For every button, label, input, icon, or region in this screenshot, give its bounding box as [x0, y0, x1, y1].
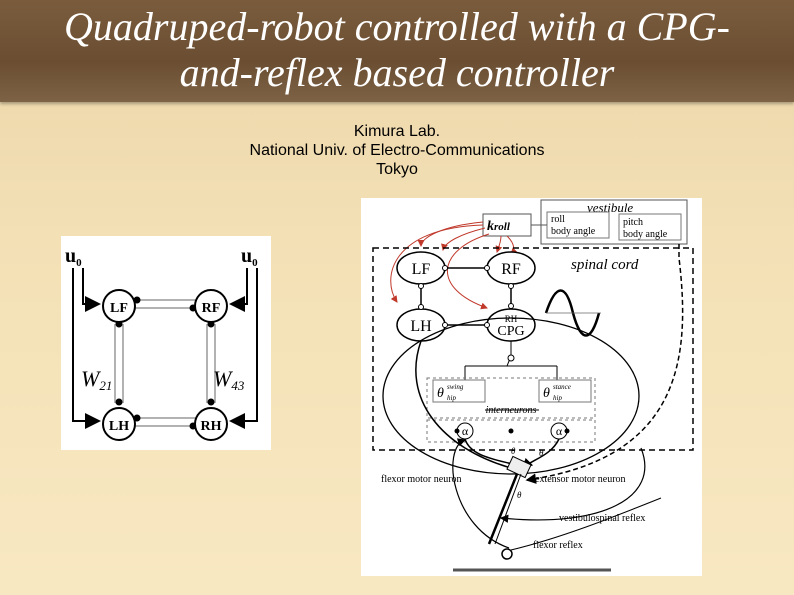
theta-swing: θ swing hip	[432, 379, 486, 403]
vestibulospinal-reflex-arrow	[499, 447, 646, 523]
svg-text:α: α	[556, 424, 563, 438]
weight-w21: W21	[81, 366, 112, 393]
university-name: National Univ. of Electro-Communications	[249, 142, 545, 159]
body-angle-left: body angle	[551, 226, 596, 237]
alpha-dots	[454, 428, 570, 434]
cpg-rh: RH CPG	[486, 308, 536, 342]
node-rh: RH	[194, 407, 228, 441]
alpha-box	[426, 419, 596, 443]
spinal-cord-box	[372, 247, 694, 451]
weight-w43: W43	[213, 366, 245, 393]
controller-figure: vestibule roll body angle pitch body ang…	[361, 198, 702, 576]
vestibule-label: vestibule	[587, 200, 633, 215]
cpg-link-dots	[418, 265, 514, 328]
input-line-right-upper	[229, 268, 248, 312]
flexor-motor-neuron-label: flexor motor neuron	[381, 474, 462, 485]
slide-title: Quadruped-robot controlled with a CPG- a…	[0, 4, 794, 96]
lab-name: Kimura Lab.	[353, 123, 441, 140]
input-line-left-lower	[72, 268, 101, 429]
cpg-output-switch	[464, 341, 558, 380]
title-line-1: Quadruped-robot controlled with a CPG-	[64, 4, 730, 49]
theta-label-3: θ	[517, 490, 522, 500]
node-rf: RF	[194, 289, 228, 323]
svg-text:α: α	[462, 424, 469, 438]
cpg-lh: LH	[396, 308, 446, 342]
cpg-network-figure: u0 u0 LF	[61, 236, 271, 450]
svg-text:LH: LH	[410, 318, 432, 335]
affiliation-block: Kimura Lab. National Univ. of Electro-Co…	[0, 122, 794, 179]
flexor-reflex-arrow	[452, 438, 510, 549]
cpg-lf: LF	[396, 251, 446, 285]
svg-text:swing: swing	[447, 383, 464, 391]
cpg-network-diagram: u0 u0 LF	[65, 245, 258, 441]
reflex-loop	[382, 317, 640, 475]
node-lf: LF	[102, 289, 136, 323]
svg-text:LF: LF	[412, 261, 431, 278]
theta-label-1: θ	[511, 446, 516, 456]
input-u0-right: u0	[241, 245, 258, 269]
switch-node	[507, 354, 515, 362]
roll-label: roll	[551, 214, 565, 225]
coupling-lines	[114, 299, 216, 427]
input-line-left-upper	[82, 268, 101, 312]
svg-text:stance: stance	[553, 383, 571, 391]
flexor-reflex-line	[510, 497, 662, 551]
title-bar: Quadruped-robot controlled with a CPG- a…	[0, 0, 794, 102]
vestibulospinal-reflex-label: vestibulospinal reflex	[559, 513, 645, 524]
svg-text:RF: RF	[501, 261, 521, 278]
kroll-label: kroll	[487, 219, 511, 234]
vestibulospinal-path	[525, 244, 684, 484]
svg-text:LH: LH	[109, 419, 129, 434]
flexor-reflex-label: flexor reflex	[533, 540, 583, 551]
svg-text:θ: θ	[543, 386, 550, 401]
vestibule-box: vestibule roll body angle pitch body ang…	[540, 199, 688, 245]
title-line-2: and-reflex based controller	[179, 50, 615, 95]
theta-stance: θ stance hip	[538, 379, 592, 403]
svg-text:θ: θ	[437, 386, 444, 401]
node-lh: LH	[102, 407, 136, 441]
cpg-rf: RF	[486, 251, 536, 285]
pitch-label: pitch	[623, 217, 643, 228]
input-u0-left: u0	[65, 245, 82, 269]
svg-text:hip: hip	[447, 394, 456, 402]
body-angle-right: body angle	[623, 229, 668, 240]
input-line-right-lower	[229, 268, 258, 429]
svg-text:hip: hip	[553, 394, 562, 402]
extensor-motor-neuron-label: extensor motor neuron	[535, 474, 626, 485]
theta-label-2: θ	[539, 448, 544, 458]
svg-text:LF: LF	[110, 301, 128, 316]
svg-text:CPG: CPG	[497, 324, 524, 339]
city-name: Tokyo	[376, 161, 418, 178]
svg-text:RH: RH	[201, 419, 222, 434]
interneurons-box	[426, 377, 596, 419]
controller-diagram: vestibule roll body angle pitch body ang…	[372, 199, 694, 572]
svg-text:RH: RH	[505, 314, 518, 324]
interneurons-label: interneurons	[486, 405, 537, 416]
svg-text:RF: RF	[202, 301, 221, 316]
kroll-box: kroll	[482, 213, 547, 237]
spinal-cord-label: spinal cord	[571, 257, 639, 273]
leg-mechanism	[453, 455, 611, 572]
